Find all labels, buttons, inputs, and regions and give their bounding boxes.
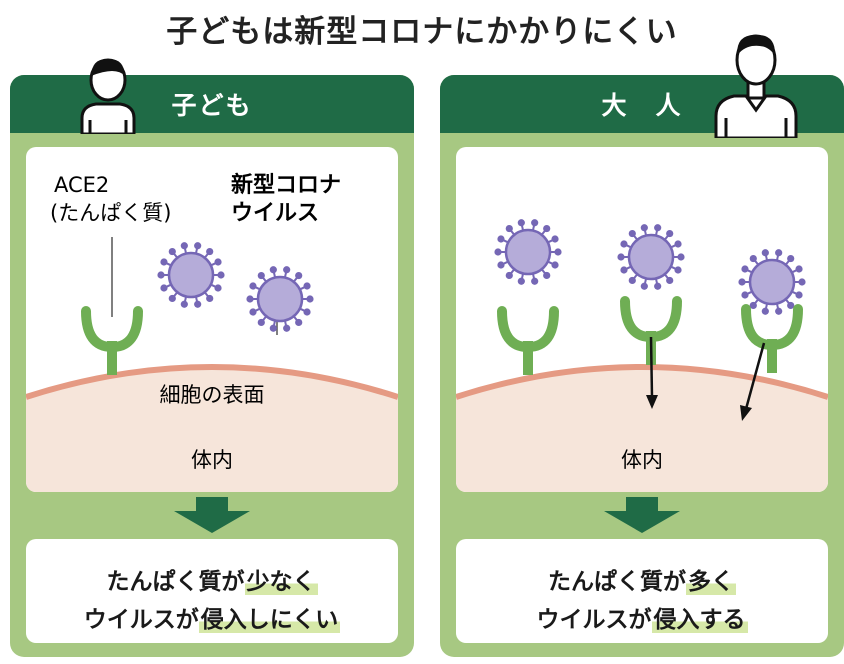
child-scene: ACE2 (たんぱく質) 新型コロナ ウイルス 細胞の表面 体内 (26, 147, 398, 492)
adult-result-text1: たんぱく質が (548, 569, 686, 595)
adult-scene: 体内 (456, 147, 828, 492)
main-title: 子どもは新型コロナにかかりにくい (166, 14, 678, 50)
ace2-receptor-icon (741, 304, 803, 373)
down-arrow-icon (174, 497, 250, 533)
ace2-label: ACE2 (54, 173, 109, 197)
ace2-receptor-icon (81, 306, 143, 375)
adult-result-box: たんぱく質が多く ウイルスが侵入する (456, 539, 828, 643)
entry-arrow-icon (740, 342, 766, 421)
virus-icon (246, 266, 314, 332)
child-scene-illustration: ACE2 (たんぱく質) 新型コロナ ウイルス 細胞の表面 体内 (26, 172, 398, 492)
adult-result-text2: ウイルスが (536, 607, 652, 633)
virus-icon (494, 219, 562, 285)
adult-result-line1: たんぱく質が多く (456, 563, 828, 601)
child-result-text2: ウイルスが (83, 607, 199, 633)
child-result-text1: たんぱく質が (106, 569, 245, 595)
virus-label-line2: ウイルス (231, 201, 319, 226)
child-header-label: 子ども (171, 91, 253, 120)
adult-panel: 大 人 体内 た (440, 75, 844, 657)
child-result-line1: たんぱく質が少なく (26, 563, 398, 601)
virus-icon (157, 242, 225, 308)
cell-body (26, 367, 398, 492)
child-result-box: たんぱく質が少なく ウイルスが侵入しにくい (26, 539, 398, 643)
adult-header-label: 大 人 (601, 91, 683, 120)
virus-icon (617, 224, 685, 290)
child-result-line2: ウイルスが侵入しにくい (26, 601, 398, 639)
child-header: 子ども (10, 75, 414, 133)
virus-label-line1: 新型コロナ (231, 172, 341, 198)
virus-icon (738, 249, 806, 315)
adult-result-highlight1: 多く (686, 569, 736, 595)
adult-result-highlight2: 侵入する (651, 607, 748, 633)
ace2-receptor-icon (497, 306, 559, 375)
child-panel: 子ども ACE2 (たんぱく質) 新型コロナ ウイルス 細胞の表面 体内 (10, 75, 414, 657)
adult-scene-illustration: 体内 (456, 219, 828, 492)
adult-result-line2: ウイルスが侵入する (456, 601, 828, 639)
child-result-highlight1: 少なく (244, 569, 318, 595)
cell-body (456, 367, 828, 492)
inside-body-label: 体内 (191, 448, 233, 472)
cell-surface-line (26, 364, 398, 400)
down-arrow-icon (604, 497, 680, 533)
ace2-sub-label: (たんぱく質) (50, 201, 171, 225)
entry-arrow-icon (646, 336, 658, 409)
child-person-icon (80, 58, 136, 134)
adult-person-icon (714, 34, 798, 138)
child-result-highlight2: 侵入しにくい (198, 607, 341, 633)
cell-surface-line (456, 364, 828, 400)
cell-surface-label: 細胞の表面 (160, 383, 265, 407)
inside-body-label: 体内 (621, 448, 663, 472)
